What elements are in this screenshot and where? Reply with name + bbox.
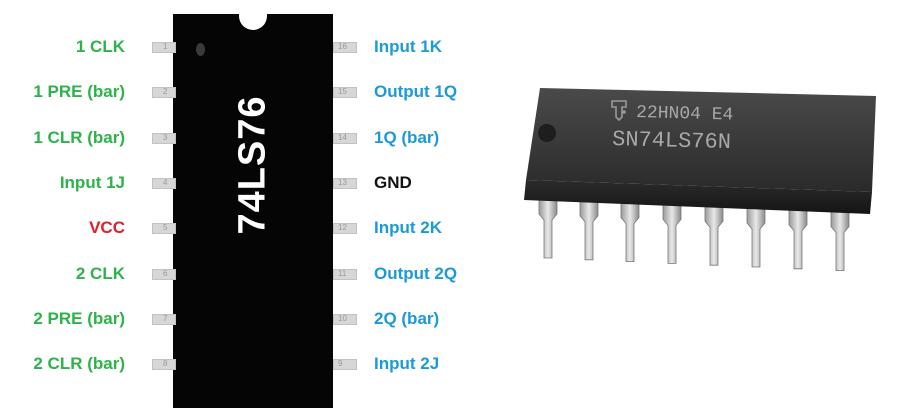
chip-photo-leg	[662, 201, 682, 264]
pin-11	[333, 268, 357, 280]
pin-number: 1	[163, 42, 168, 51]
pin-label-9: Input 2J	[374, 354, 440, 374]
pin-3	[152, 132, 176, 144]
pin-number: 5	[163, 223, 168, 233]
pin-label-11: Output 2Q	[374, 263, 458, 283]
pin-number: 10	[338, 313, 347, 323]
chip-photo-leg	[538, 195, 558, 259]
pin-4	[152, 177, 176, 189]
pin-label-3: 1 CLR (bar)	[33, 127, 125, 147]
ti-logo-icon	[611, 100, 627, 122]
pin-number: 8	[163, 359, 168, 369]
pin-number: 3	[163, 132, 168, 142]
chip-photo-body-top	[526, 88, 876, 192]
pin-label-15: Output 1Q	[374, 82, 458, 102]
pin-6	[152, 268, 176, 280]
pin-number: 12	[338, 223, 347, 233]
pin-label-7: 2 PRE (bar)	[33, 308, 125, 328]
pin-label-4: Input 1J	[59, 172, 125, 192]
pin-number: 13	[338, 177, 347, 187]
pin-label-13: GND	[374, 172, 412, 192]
chip-notch	[239, 14, 267, 30]
pin-14	[333, 132, 357, 144]
pin-13	[333, 177, 357, 189]
pin-label-12: Input 2K	[374, 218, 442, 238]
pin-12	[333, 223, 357, 235]
pin-number: 14	[338, 132, 347, 142]
chip-photo-leg	[579, 197, 599, 261]
pin-number: 9	[338, 359, 343, 369]
pin-1	[152, 42, 176, 53]
pin-number: 6	[163, 268, 168, 278]
pin-number: 15	[338, 87, 347, 97]
chip-photo-leg	[746, 204, 766, 268]
pin-7	[152, 313, 176, 325]
pin-16	[333, 42, 357, 53]
pin-number: 11	[338, 268, 347, 278]
chip-photo-leg	[704, 202, 724, 266]
chip-photo-marking-line2: SN74LS76N	[612, 127, 731, 155]
pin-label-8: 2 CLR (bar)	[33, 354, 125, 374]
chip-body	[173, 14, 333, 408]
pin-label-5: VCC	[89, 218, 125, 238]
chip-photo-body-front	[524, 180, 872, 214]
pin-label-1: 1 CLK	[75, 37, 125, 56]
pin-10	[333, 313, 357, 325]
chip-photo-marking-line1: 22HN04 E4	[636, 103, 734, 126]
pin-label-6: 2 CLK	[75, 263, 125, 283]
pin-number: 16	[338, 42, 347, 51]
pin-number: 4	[163, 177, 168, 187]
pin-2	[152, 87, 176, 99]
pin-label-14: 1Q (bar)	[374, 127, 440, 147]
chip-photo-notch	[538, 124, 556, 142]
chip-photo-leg	[620, 199, 640, 262]
pin-number: 7	[163, 313, 168, 323]
pin-9	[333, 359, 357, 371]
pin-5	[152, 223, 176, 235]
pin-15	[333, 87, 357, 99]
pin1-indicator-dot	[196, 43, 205, 56]
pin-number: 2	[163, 87, 168, 97]
pin-label-16: Input 1K	[374, 37, 442, 56]
pin-label-10: 2Q (bar)	[374, 308, 440, 328]
pin-8	[152, 359, 176, 371]
chip-photo-legs	[538, 195, 850, 271]
chip-photo-leg	[788, 206, 808, 270]
pin-label-2: 1 PRE (bar)	[33, 82, 125, 102]
chip-photo-leg	[830, 208, 850, 271]
